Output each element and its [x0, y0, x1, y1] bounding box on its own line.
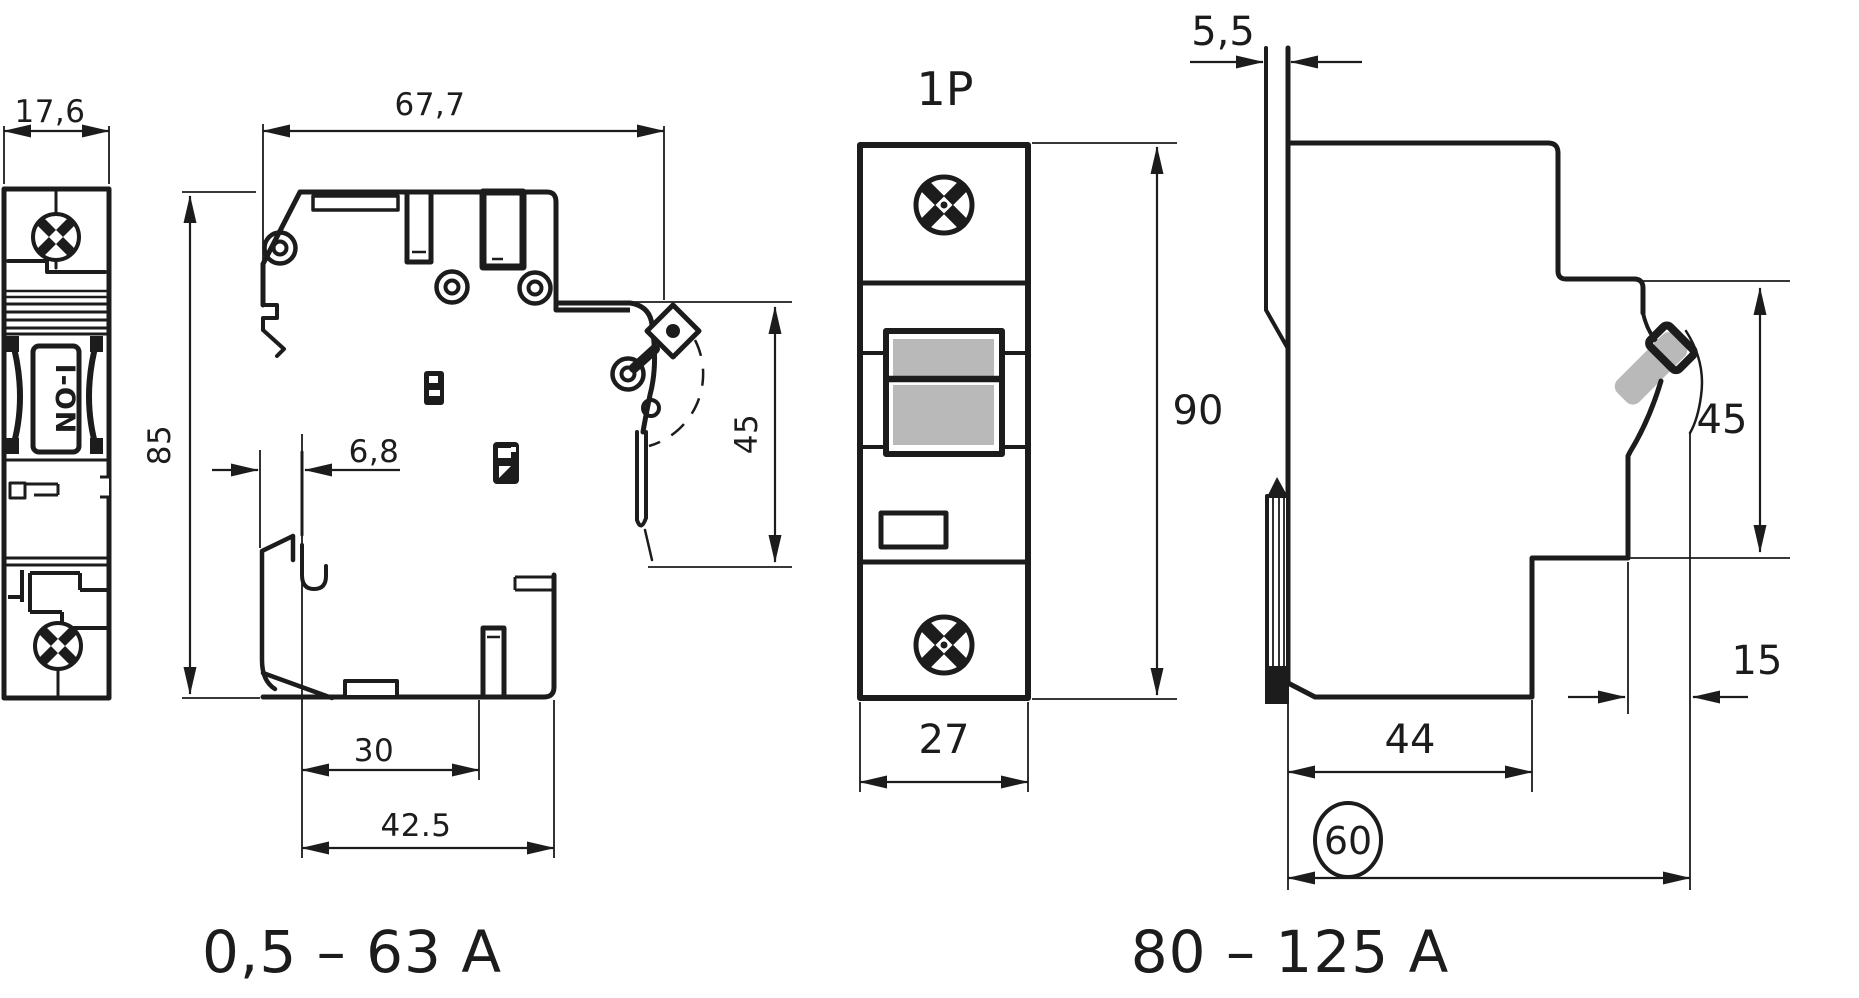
svg-text:44: 44: [1385, 717, 1436, 763]
lower-band: [4, 556, 109, 567]
caption-small-range: 0,5 – 63 A: [202, 918, 502, 986]
toggle-recess-arc: [86, 337, 100, 453]
svg-text:60: 60: [1324, 819, 1372, 863]
din-claw-upper: [261, 303, 286, 358]
pivot-pin: [641, 398, 661, 418]
lever-handle-large: [1614, 321, 1698, 405]
svg-text:5,5: 5,5: [1191, 9, 1255, 55]
bottom-slot: [480, 625, 507, 700]
svg-text:15: 15: [1732, 638, 1783, 684]
switch-mechanism: [556, 300, 705, 562]
panel-front-line: [1264, 46, 1289, 349]
housing-rivet-icon: [520, 273, 551, 304]
svg-text:85: 85: [142, 425, 178, 465]
lever-swing-arc: [648, 339, 705, 448]
terminal-screw-icon: [916, 617, 972, 673]
toggle-label: I-ON: [49, 364, 80, 435]
svg-text:30: 30: [354, 733, 394, 769]
din-claw-hook: [300, 543, 328, 591]
edge-notch-lines: [100, 475, 109, 499]
dim-height-85: 85: [142, 191, 260, 699]
front-face: [1625, 378, 1664, 561]
outline-top-left: [260, 189, 303, 308]
marking-glyph: [493, 442, 519, 484]
svg-text:90: 90: [1173, 388, 1224, 434]
latch-detail: [8, 481, 27, 500]
edge-notch: [100, 477, 109, 497]
dim-lower-depth-42-5: 42.5: [301, 700, 555, 858]
rail-seat-lines: [4, 289, 109, 299]
dim-handle-zone-45-right: 45: [1630, 280, 1790, 559]
toggle-frame: [883, 328, 1005, 457]
side-view-small: [259, 188, 705, 701]
trip-link: [635, 430, 648, 528]
svg-text:6,8: 6,8: [349, 434, 400, 470]
terminal-well: [479, 188, 527, 271]
terminal-cavity: [8, 570, 107, 630]
dim-pole-width-27: 27: [859, 702, 1029, 792]
dim-handle-zone-45-left: 45: [633, 301, 792, 568]
latch-lines: [25, 482, 60, 497]
din-claw-lower: [259, 533, 335, 701]
dim-din-offset-6-8: 6,8: [212, 434, 400, 858]
toggle-handle-upper: [893, 339, 994, 376]
outline-top: [1285, 140, 1646, 316]
dim-depth-67-7: 67,7: [262, 87, 665, 300]
bottom-right-step: [513, 575, 554, 592]
dim-din-width-30: 30: [301, 700, 480, 780]
housing-rivet-icon: [437, 272, 468, 303]
dim-handle-protrusion-15: 15: [1568, 433, 1782, 714]
front-narrow-view: I-ON: [1, 186, 112, 701]
circled-dimension: [1313, 801, 1383, 879]
dim-pole-height-90: 90: [1032, 142, 1224, 700]
svg-text:45: 45: [1697, 397, 1748, 443]
svg-text:27: 27: [919, 717, 970, 763]
side-view-large: [1264, 45, 1704, 704]
lever-pivot-icon: [613, 359, 644, 390]
outline-bottom: [260, 572, 557, 700]
top-slot: [311, 194, 400, 212]
pole-count-label: 1P: [916, 62, 973, 116]
din-clip: [1265, 477, 1290, 704]
toggle-handle-lower: [893, 385, 994, 445]
lever-shaft: [629, 344, 660, 373]
trip-link-tip: [643, 528, 654, 562]
svg-text:67,7: 67,7: [394, 87, 465, 123]
lever-tip-contour: [1684, 329, 1704, 435]
terminal-screw-icon: [33, 214, 79, 260]
label-window: [878, 510, 949, 550]
svg-text:42.5: 42.5: [380, 808, 451, 844]
svg-text:45: 45: [729, 414, 765, 454]
base-pad: [343, 679, 399, 699]
dim-overall-depth-60: 60: [1287, 714, 1691, 890]
terminal-screw-icon: [916, 177, 972, 233]
mechanism-step: [556, 300, 630, 313]
face-dividers: [860, 280, 1028, 565]
lever-hole: [666, 324, 680, 338]
dim-body-depth-44: 44: [1287, 700, 1533, 890]
outline-bottom: [1285, 555, 1631, 700]
dim-width-17-6: 17,6: [3, 94, 110, 184]
dim-panel-depth-5-5: 5,5: [1190, 9, 1362, 69]
svg-text:17,6: 17,6: [14, 94, 85, 130]
caption-large-range: 80 – 125 A: [1131, 918, 1450, 986]
pole-front-view: 1P: [857, 62, 1031, 701]
step-line: [6, 259, 107, 274]
busbar-slot: [404, 189, 434, 265]
marking-glyph: [424, 371, 444, 405]
toggle-switch: [30, 343, 82, 455]
vent-band: [4, 302, 109, 336]
outline-top-right: [297, 189, 559, 313]
toggle-recess-arc: [9, 337, 23, 453]
terminal-screw-icon: [35, 623, 81, 669]
toggle-straps: [860, 351, 1028, 449]
